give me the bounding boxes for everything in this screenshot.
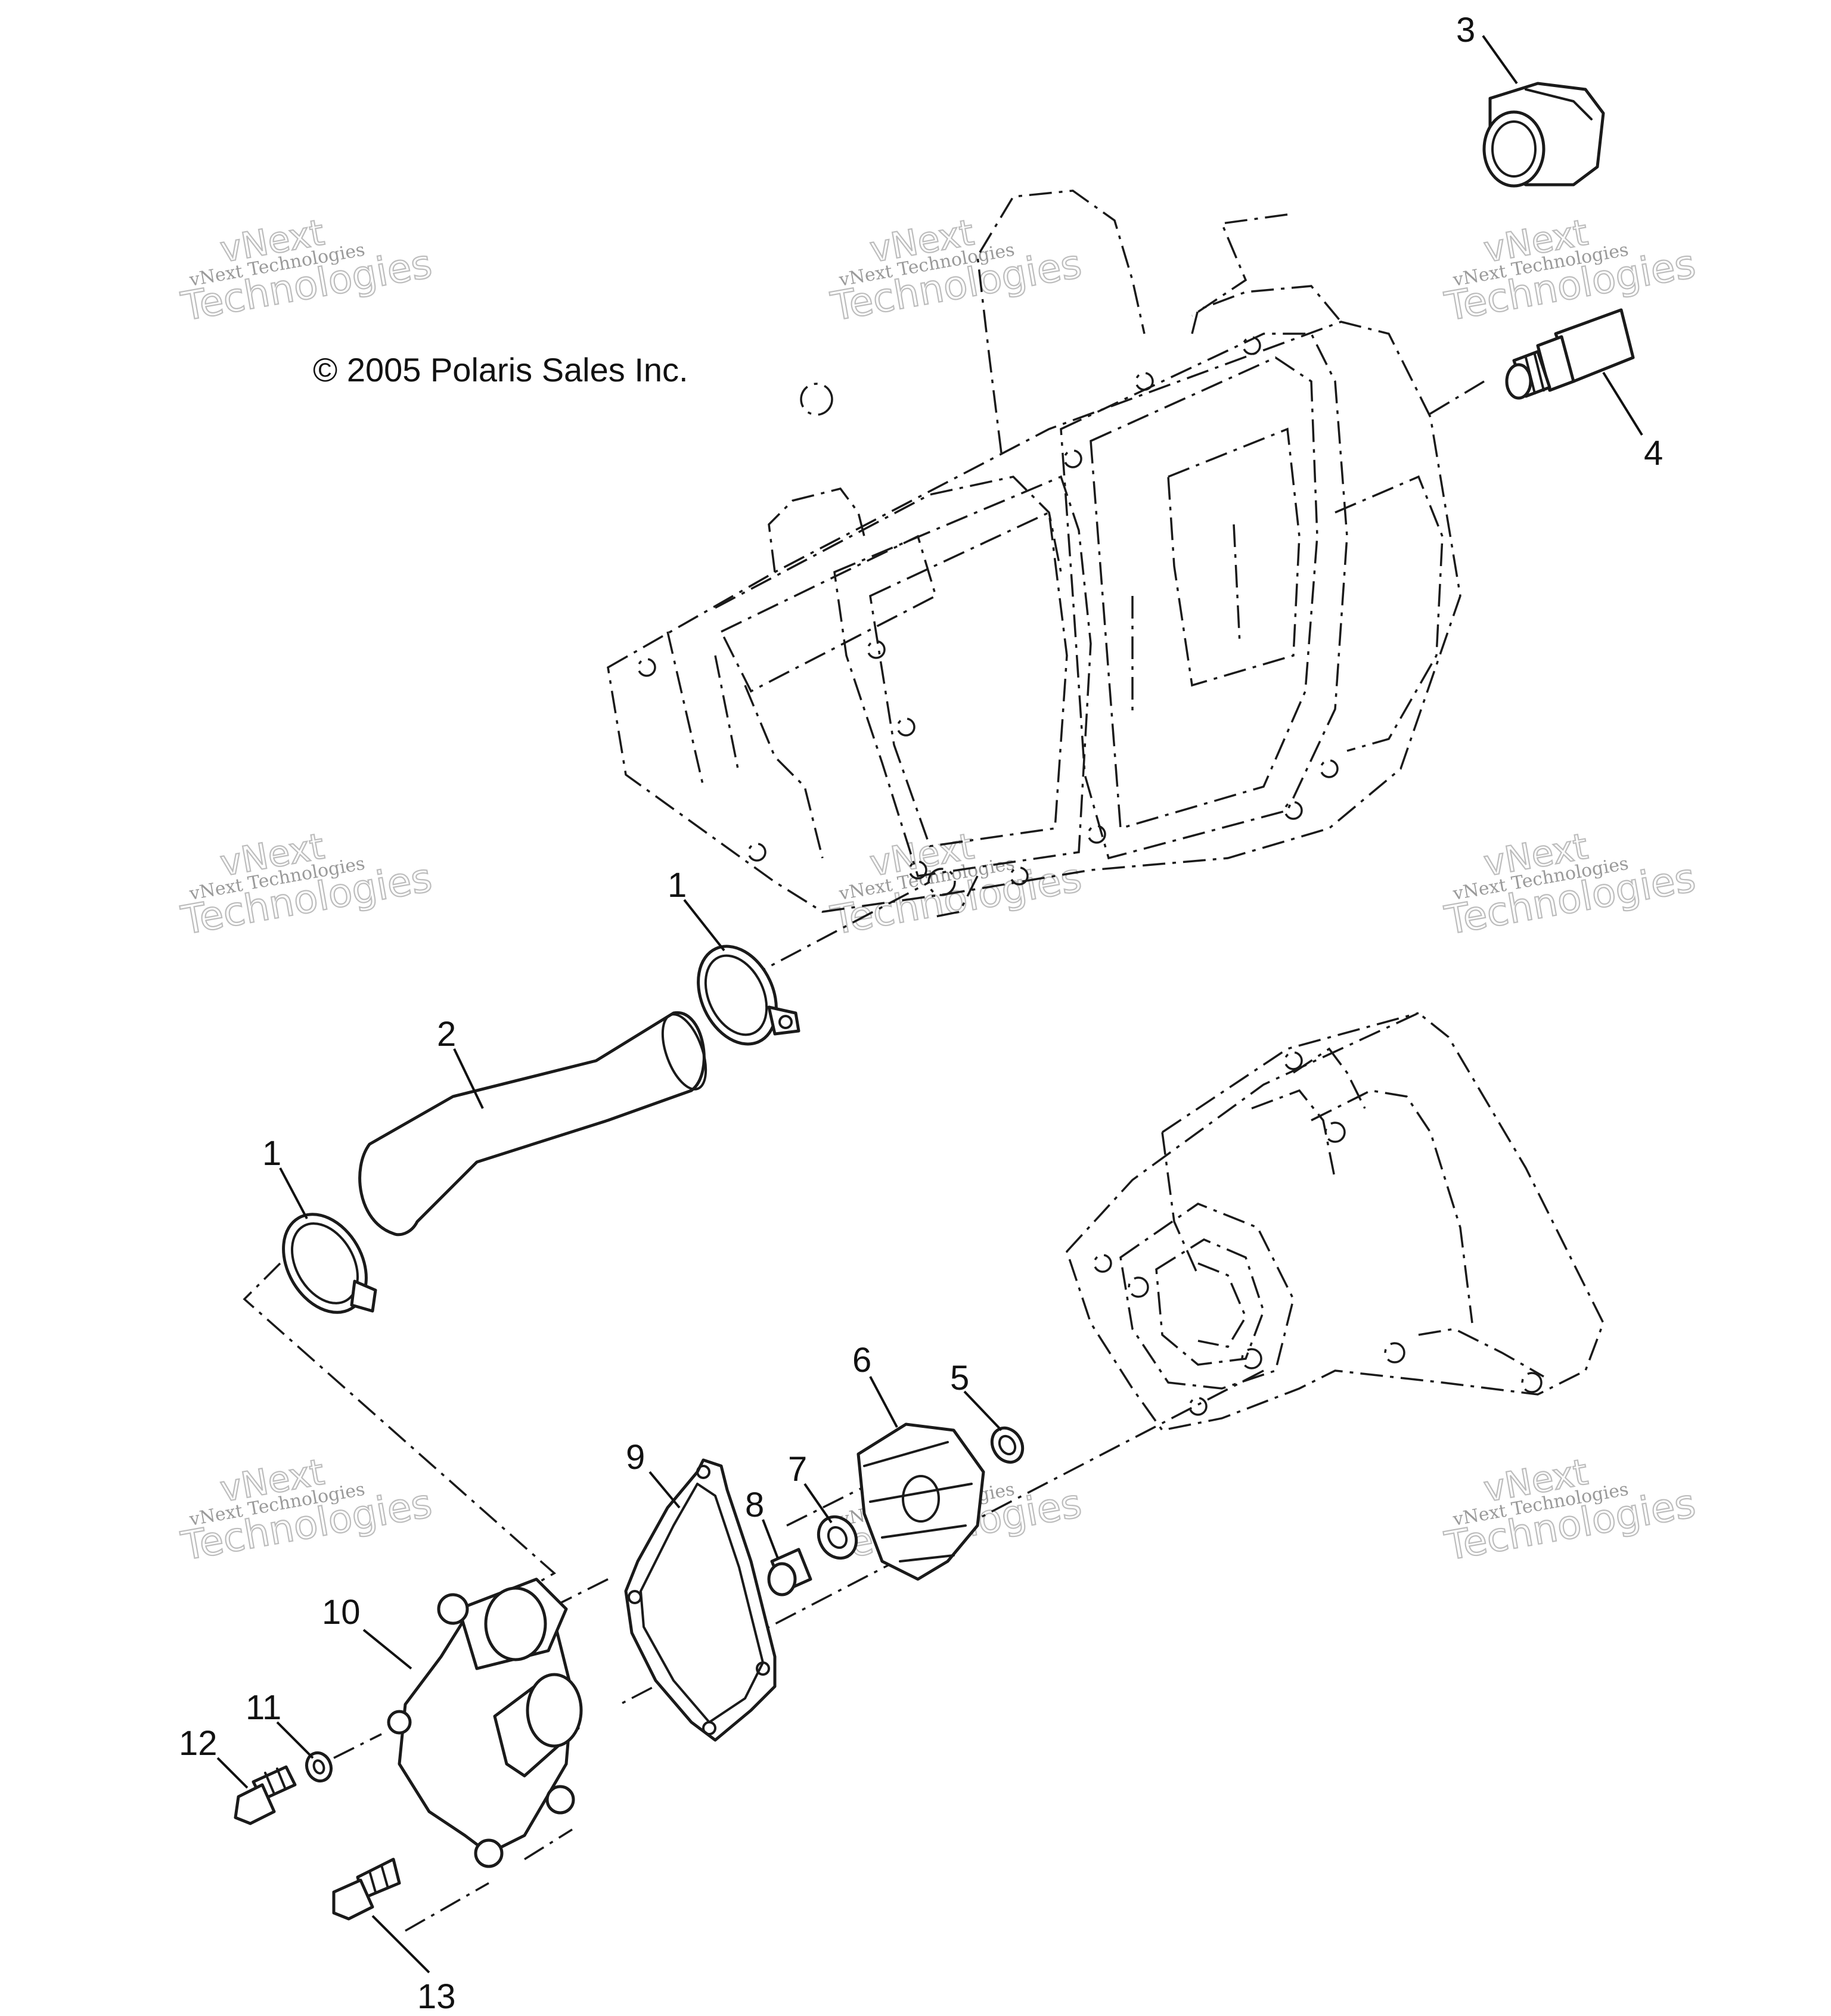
- callout-3: 3: [1456, 11, 1475, 49]
- cylinder-head-outline: [607, 190, 1461, 919]
- part-hose-clamp-upper: [697, 945, 800, 1046]
- watermark-mid-left: vNext vNext Technologies Technologies: [177, 825, 436, 944]
- callout-labels: 3 4 1 2 1 5 6 7 8 9 10 11 12 13: [179, 11, 1663, 2016]
- watermark-top-left: vNext vNext Technologies Technologies: [177, 211, 436, 330]
- callout-7: 7: [788, 1450, 807, 1489]
- part-bolt-short: [234, 1765, 297, 1825]
- part-drain-plug: [767, 1548, 812, 1596]
- callout-1-upper: 1: [668, 866, 687, 905]
- part-pump-cover: [387, 1577, 583, 1868]
- callout-13: 13: [417, 1977, 456, 2016]
- part-coolant-hose: [358, 1011, 707, 1237]
- part-small-washer: [305, 1751, 333, 1783]
- callout-8: 8: [745, 1486, 764, 1524]
- part-temp-sensor: [1505, 308, 1635, 400]
- callout-9: 9: [626, 1438, 645, 1477]
- callout-10: 10: [322, 1593, 361, 1632]
- copyright-notice: © 2005 Polaris Sales Inc.: [313, 351, 688, 389]
- callout-11: 11: [246, 1688, 281, 1727]
- leader-lines: [216, 35, 1643, 1974]
- watermark-bottom-right: vNext vNext Technologies Technologies: [1441, 1450, 1699, 1570]
- watermark-bottom-left: vNext vNext Technologies Technologies: [177, 1450, 436, 1570]
- watermark-group: vNext vNext Technologies Technologies vN…: [177, 211, 1699, 1570]
- watermark-mid-right: vNext vNext Technologies Technologies: [1441, 825, 1699, 944]
- callout-2: 2: [437, 1015, 456, 1054]
- watermark-top-right: vNext vNext Technologies Technologies: [1441, 211, 1699, 330]
- part-impeller: [856, 1422, 985, 1581]
- part-washer: [817, 1515, 858, 1560]
- callout-6: 6: [852, 1341, 871, 1380]
- part-gasket: [624, 1458, 777, 1742]
- callout-4: 4: [1644, 434, 1663, 473]
- part-bolt-long: [332, 1857, 401, 1921]
- watermark-mid-center: vNext vNext Technologies Technologies: [827, 825, 1085, 944]
- callout-1-lower: 1: [262, 1134, 281, 1173]
- callout-5: 5: [950, 1359, 969, 1397]
- crankcase-outline: [1066, 1011, 1605, 1431]
- watermark-top-center: vNext vNext Technologies Technologies: [827, 211, 1085, 330]
- part-hose-clamp-lower: [282, 1213, 377, 1314]
- callout-12: 12: [179, 1724, 218, 1763]
- part-thermostat: [1482, 82, 1605, 188]
- part-seal: [990, 1426, 1025, 1464]
